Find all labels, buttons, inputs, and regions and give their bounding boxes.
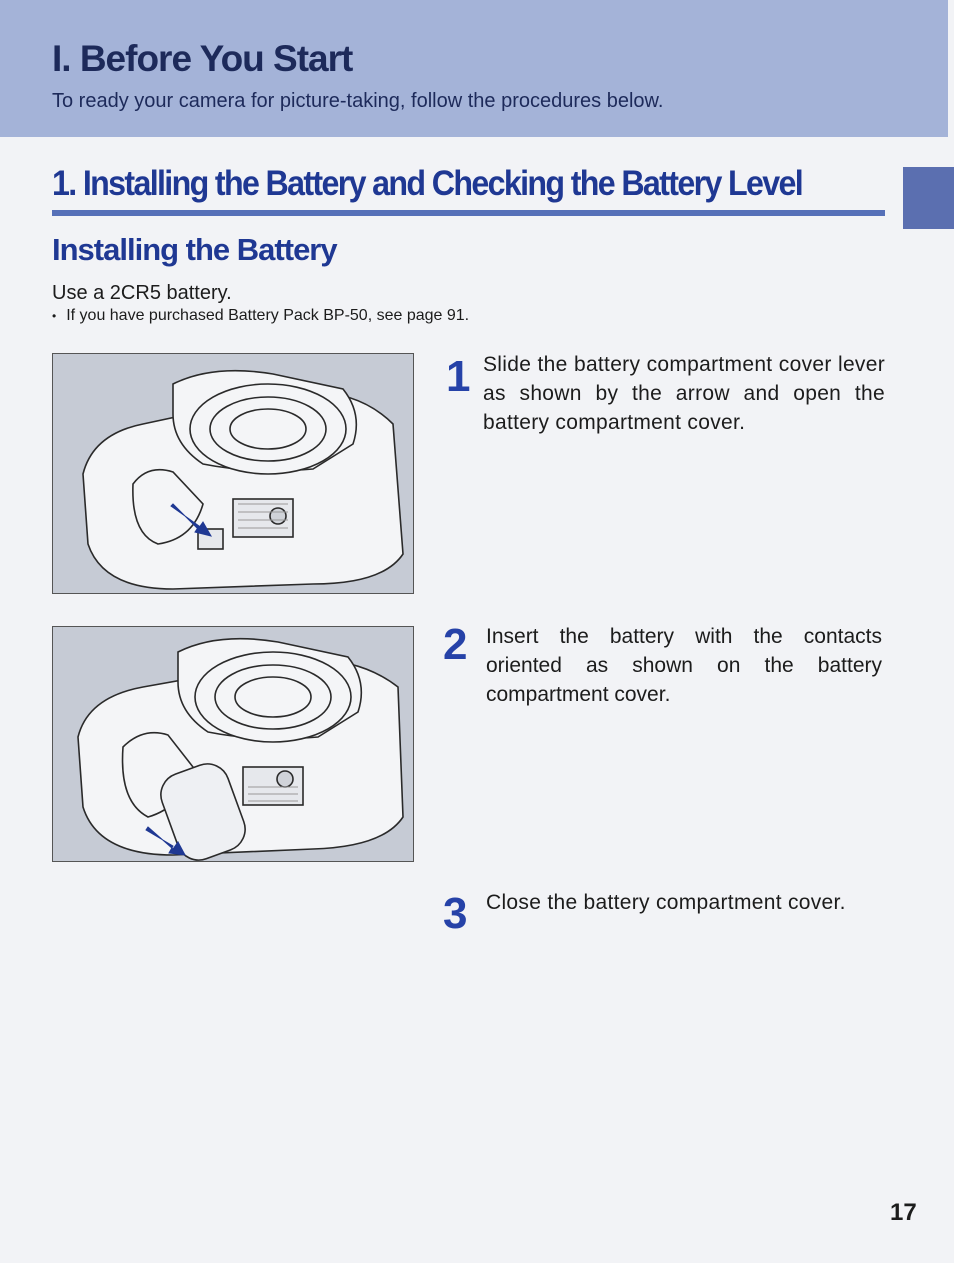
step-2-number: 2 [443,620,468,669]
note-label: If you have purchased Battery Pack BP-50… [66,307,470,324]
step-1-text: Slide the battery compartment cover leve… [483,353,885,434]
camera-illustration-open-cover [52,353,414,594]
bullet-icon: • [52,309,57,323]
section-title: 1. Installing the Battery and Checking t… [52,164,804,203]
chapter-subtitle: To ready your camera for picture-taking,… [52,90,664,112]
section-divider [52,210,885,216]
chapter-title: I. Before You Start [52,38,353,79]
step-3-number: 3 [443,889,468,938]
subsection-title: Installing the Battery [52,232,338,267]
chapter-banner: I. Before You Start To ready your camera… [0,0,948,137]
intro-text: Use a 2CR5 battery. [52,282,232,304]
camera-illustration-insert-battery [52,626,414,862]
page-number: 17 [890,1199,917,1226]
step-1-number: 1 [446,352,471,401]
chapter-tab-marker [903,167,954,229]
step-2-text: Insert the battery with the contacts ori… [486,625,882,706]
note-text: • If you have purchased Battery Pack BP-5… [52,307,469,325]
step-3-text: Close the battery compartment cover. [486,891,846,914]
